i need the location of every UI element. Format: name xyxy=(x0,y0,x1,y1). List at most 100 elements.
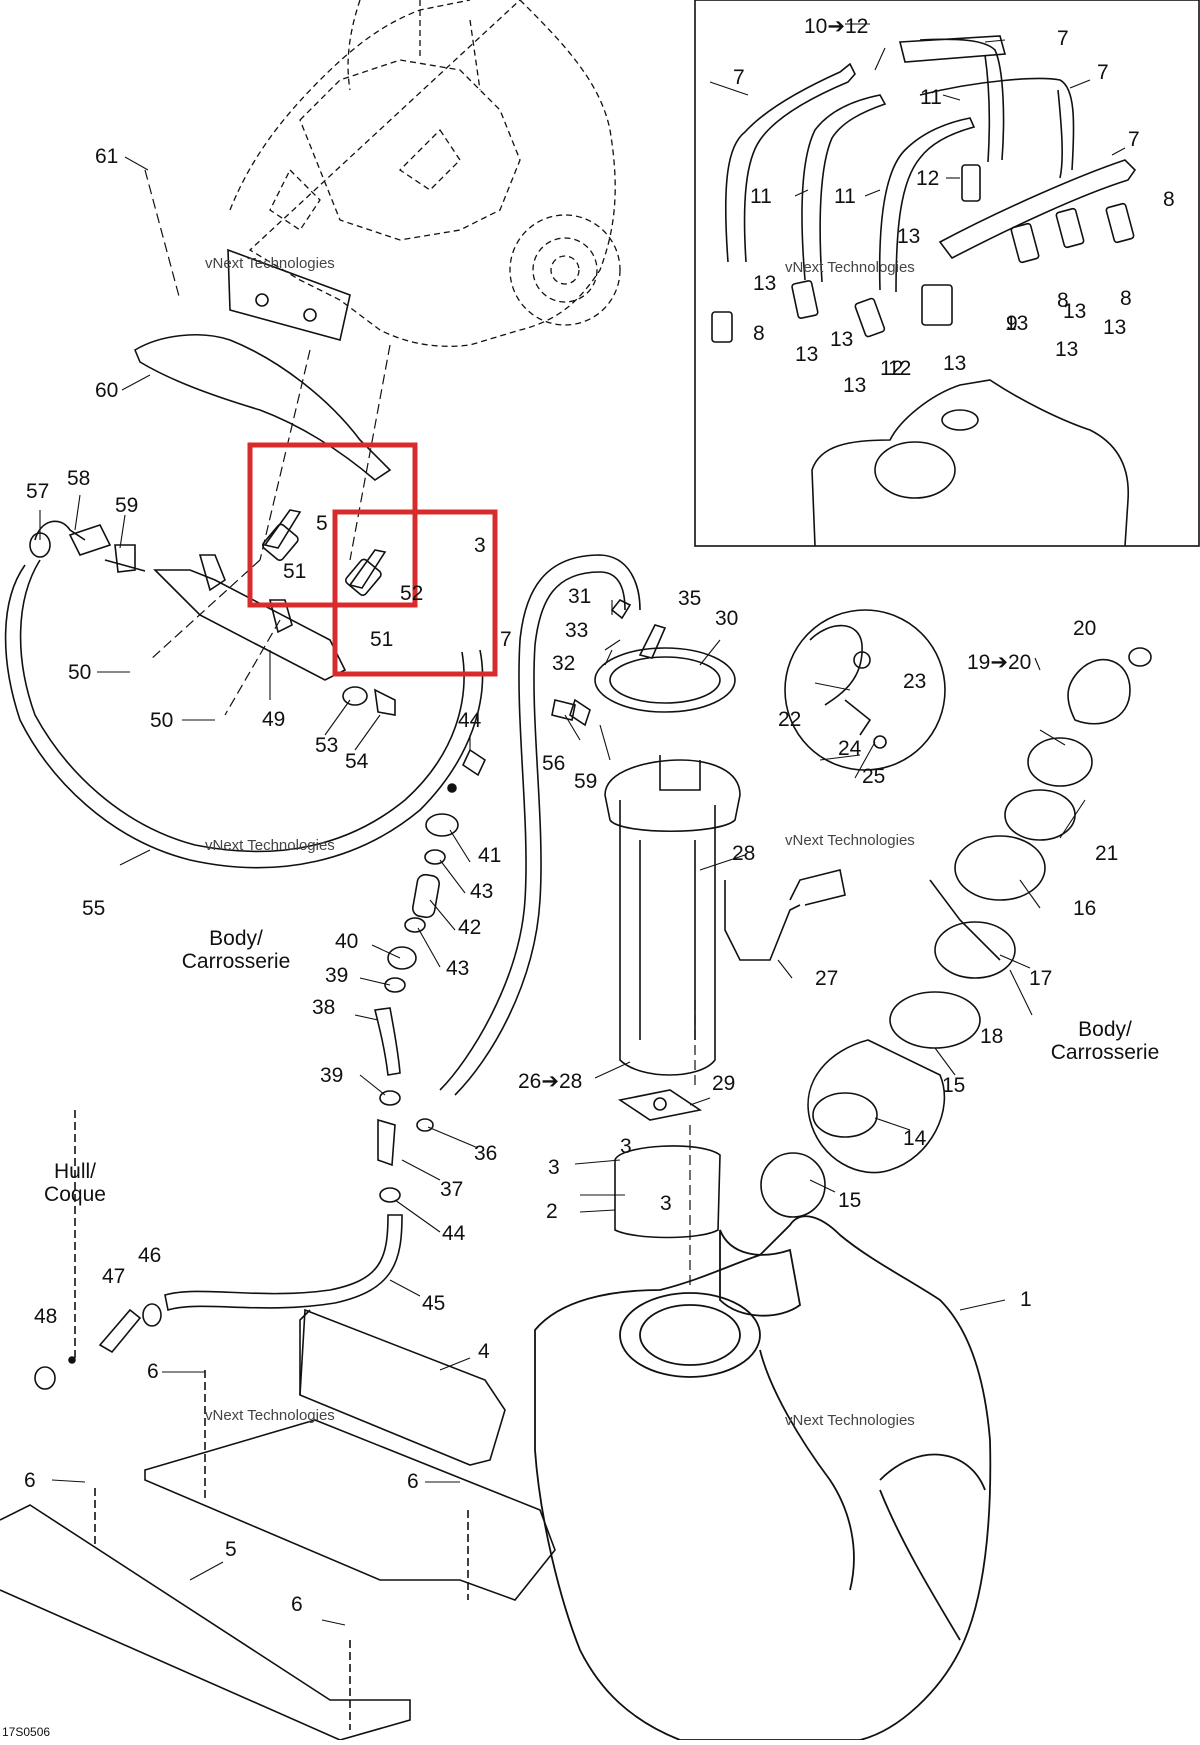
callout-label: 38 xyxy=(312,996,335,1019)
callout-label: 48 xyxy=(34,1305,57,1328)
callout-label: 20 xyxy=(1073,617,1096,640)
callout-label: 44 xyxy=(442,1222,466,1245)
callout-label: 5 xyxy=(225,1538,237,1561)
callout-label: 43 xyxy=(470,880,493,903)
strap-7-b xyxy=(898,35,1007,63)
callout-label: 23 xyxy=(903,670,926,693)
callout-label: 39 xyxy=(325,964,348,987)
callout-label: 11 xyxy=(750,185,772,208)
callout-label: 3 xyxy=(474,534,486,557)
note-hull-line2: Coque xyxy=(44,1183,106,1206)
watermarks: vNext Technologies vNext Technologies vN… xyxy=(205,255,915,1429)
highlight-boxes xyxy=(247,442,498,677)
watermark-6: vNext Technologies xyxy=(785,1412,915,1429)
strap-11-c xyxy=(919,38,1005,163)
callout-label: 42 xyxy=(458,916,481,939)
callout-label: 39 xyxy=(320,1064,343,1087)
strap-11-a xyxy=(801,94,887,283)
callout-label: 3 xyxy=(620,1135,632,1158)
callout-label: 3 xyxy=(660,1192,672,1215)
callout-label: 33 xyxy=(565,619,588,642)
fuel-pump-module xyxy=(551,598,846,1239)
callout-label: 6 xyxy=(24,1469,36,1492)
callout-label: 22 xyxy=(778,708,801,731)
callout-label: 19➔20 xyxy=(967,651,1031,674)
callout-label: 57 xyxy=(26,480,49,503)
strap-7-c xyxy=(919,77,1075,179)
callout-label: 21 xyxy=(1095,842,1118,865)
pads xyxy=(0,1308,556,1741)
callout-label: 13 xyxy=(1103,316,1126,339)
callout-label: 36 xyxy=(474,1142,497,1165)
watermark-3: vNext Technologies xyxy=(785,259,915,276)
callout-label: 15 xyxy=(942,1074,965,1097)
hull-fittings xyxy=(34,1110,162,1390)
fuel-tank-1 xyxy=(534,1215,992,1741)
callout-label: 25 xyxy=(862,765,885,788)
inset-panel xyxy=(694,0,1200,547)
callout-label: 4 xyxy=(478,1340,490,1363)
filler-neck xyxy=(760,609,1152,1218)
callout-label: 59 xyxy=(574,770,597,793)
callout-labels: 61 60 57 58 59 5 51 52 51 3 7 50 50 49 5… xyxy=(24,15,1175,1616)
callout-label: 7 xyxy=(500,628,512,651)
callout-label: 13 xyxy=(897,225,920,248)
note-body-left-line1: Body/ xyxy=(209,927,263,950)
callout-label: 14 xyxy=(903,1127,927,1150)
callout-label: 12 xyxy=(880,357,903,380)
callout-label: 24 xyxy=(838,737,862,760)
callout-label: 58 xyxy=(67,467,90,490)
callout-label: 31 xyxy=(568,585,591,608)
callout-label: 13 xyxy=(830,328,853,351)
callout-label: 11 xyxy=(920,86,942,109)
note-body-right-line1: Body/ xyxy=(1078,1018,1132,1041)
callout-label: 51 xyxy=(370,628,393,651)
callout-label: 13 xyxy=(843,374,866,397)
callout-label: 18 xyxy=(980,1025,1003,1048)
callout-label: 43 xyxy=(446,957,469,980)
inset-filler-ring xyxy=(941,409,979,431)
watermark-4: vNext Technologies xyxy=(785,832,915,849)
figure-code: 17S0506 xyxy=(2,1725,50,1739)
fittings-57-59 xyxy=(29,524,136,573)
callout-label: 35 xyxy=(678,587,701,610)
callout-label: 1 xyxy=(1020,1288,1032,1311)
callout-label: 5 xyxy=(316,512,328,535)
callout-label: 10➔12 xyxy=(804,15,868,38)
callout-label: 11 xyxy=(834,185,856,208)
callout-label: 8 xyxy=(1163,188,1175,211)
watermark-1: vNext Technologies xyxy=(205,255,335,272)
strap-11-b xyxy=(878,117,976,293)
callout-label: 37 xyxy=(440,1178,463,1201)
callout-label: 8 xyxy=(753,322,765,345)
bracket-8-a xyxy=(711,311,733,343)
callout-label: 59 xyxy=(115,494,138,517)
note-body-left-line2: Carrosserie xyxy=(182,950,291,973)
bracket-8-b xyxy=(1010,222,1040,264)
callout-label: 49 xyxy=(262,708,285,731)
callout-label: 26➔28 xyxy=(518,1070,582,1093)
notes: Body/ Carrosserie Body/ Carrosserie Hull… xyxy=(2,927,1159,1739)
callout-label: 45 xyxy=(422,1292,445,1315)
callout-label: 6 xyxy=(147,1360,159,1383)
hose-55 xyxy=(4,559,484,869)
note-hull-line1: Hull/ xyxy=(54,1160,96,1183)
callout-label: 53 xyxy=(315,734,338,757)
callout-label: 3 xyxy=(548,1156,560,1179)
callout-label: 60 xyxy=(95,379,118,402)
engine-dashed xyxy=(229,0,621,347)
callout-label: 13 xyxy=(1055,338,1078,361)
callout-label: 8 xyxy=(1057,289,1069,312)
callout-label: 13 xyxy=(753,272,776,295)
callout-label: 61 xyxy=(95,145,118,168)
callout-label: 7 xyxy=(733,66,745,89)
callout-label: 32 xyxy=(552,652,575,675)
bracket-8-c xyxy=(1055,207,1085,249)
callout-label: 52 xyxy=(400,582,423,605)
callout-label: 13 xyxy=(1063,300,1086,323)
callout-label: 28 xyxy=(732,842,755,865)
watermark-2: vNext Technologies xyxy=(205,837,335,854)
fuel-rail xyxy=(34,509,396,716)
callout-label: 9 xyxy=(1006,312,1018,335)
